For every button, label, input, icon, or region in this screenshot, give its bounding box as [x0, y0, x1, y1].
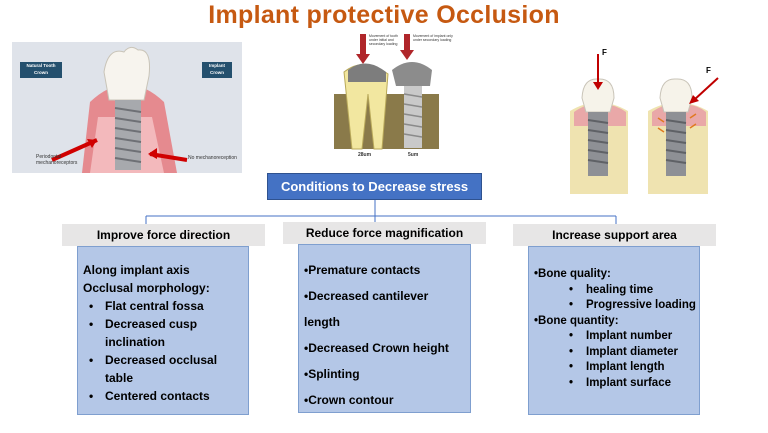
list-item: Flat central fossa — [83, 297, 248, 315]
bone-quantity-label: •Bone quantity: — [534, 314, 619, 327]
branch-box-support-area: •Bone quality: healing time Progressive … — [528, 246, 700, 415]
branch-header-support-area: Increase support area — [513, 224, 716, 246]
vertical-force-label: F — [602, 48, 607, 57]
branch-box-force-direction: Along implant axis Occlusal morphology: … — [77, 246, 249, 415]
list-item: Implant number — [534, 329, 699, 345]
list-item: Centered contacts — [83, 387, 248, 405]
list-item: Decreased occlusal table — [83, 351, 248, 387]
list-item: Progressive loading — [534, 298, 699, 314]
list-item: •Decreased cantilever — [304, 289, 429, 303]
no-mechanoreception-label: No mechanoreception — [188, 155, 237, 161]
force-direction-illustration — [570, 54, 719, 194]
implant-movement-value: 5um — [408, 152, 419, 158]
force-direction-image: F F — [548, 46, 738, 194]
list-item: •Premature contacts — [304, 263, 421, 277]
force-direction-list: Along implant axis Occlusal morphology: … — [83, 261, 248, 405]
bone-quality-label: •Bone quality: — [534, 268, 611, 280]
list-item: length — [304, 315, 340, 329]
list-item: Along implant axis — [83, 263, 190, 277]
list-item: healing time — [534, 283, 699, 299]
list-item: Occlusal morphology: — [83, 281, 210, 295]
page-title: Implant protective Occlusion — [208, 1, 560, 29]
list-item: Implant length — [534, 360, 699, 376]
root-node-conditions: Conditions to Decrease stress — [267, 173, 482, 200]
natural-tooth-tag: Natural Tooth Crown — [20, 62, 62, 78]
tooth-implant-illustration — [51, 46, 188, 173]
tooth-movement-image: Movement of tooth under initial and seco… — [316, 34, 454, 162]
branch-box-force-magnification: •Premature contacts •Decreased cantileve… — [298, 244, 471, 413]
tooth-movement-label: Movement of tooth under initial and seco… — [369, 34, 398, 46]
list-item: Decreased cusp inclination — [83, 315, 248, 351]
implant-crown-tag: Implant Crown — [202, 62, 232, 78]
tooth-implant-comparison-image: Natural Tooth Crown Implant Crown Period… — [12, 42, 242, 173]
list-item: •Crown contour — [304, 393, 394, 407]
branch-header-force-direction: Improve force direction — [62, 224, 265, 246]
tooth-movement-value: 28um — [358, 152, 372, 158]
list-item: •Decreased Crown height — [304, 341, 449, 355]
periodontal-mechanoreceptors-label: Periodontal mechanoreceptors — [36, 154, 78, 166]
angled-force-label: F — [706, 66, 711, 75]
implant-movement-label: Movement of implant only under secondary… — [413, 34, 453, 42]
tooth-movement-illustration — [334, 34, 439, 150]
list-item: Implant surface — [534, 376, 699, 392]
list-item: Implant diameter — [534, 345, 699, 361]
branch-header-force-magnification: Reduce force magnification — [283, 222, 486, 244]
list-item: •Splinting — [304, 367, 360, 381]
